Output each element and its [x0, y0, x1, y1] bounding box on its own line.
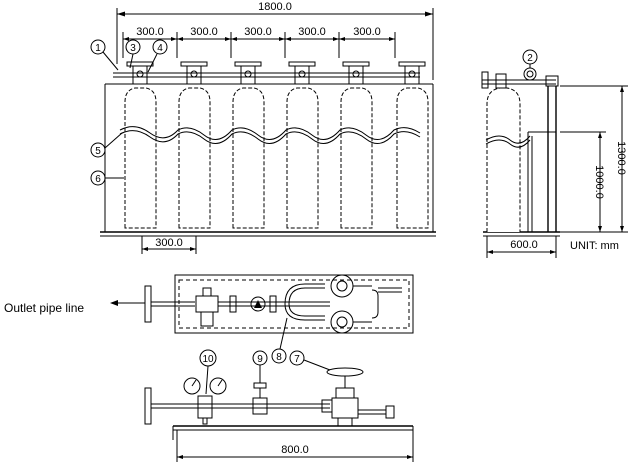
callout-4: 4	[147, 39, 168, 73]
callout-9: 9	[252, 350, 268, 383]
plan-width-label: 800.0	[281, 444, 309, 456]
callout-6: 6	[90, 170, 124, 186]
callout-7: 7	[289, 350, 331, 371]
cylinder	[286, 61, 319, 229]
dimension-spacings: 300.0 300.0 300.0 300.0 300.0	[122, 26, 396, 58]
bottom-spacing-label: 300.0	[155, 237, 183, 249]
manifold-header	[113, 72, 420, 78]
callout-10: 10	[199, 349, 217, 395]
plan-view-lower	[144, 367, 414, 440]
side-view: 2	[481, 49, 560, 237]
cylinder	[178, 61, 211, 229]
callout-3: 3	[125, 39, 141, 69]
side-height-inner-label: 1000.0	[593, 165, 605, 199]
side-height-total-label: 1300.0	[615, 141, 627, 175]
cylinder	[232, 61, 265, 229]
svg-text:8: 8	[276, 352, 282, 363]
svg-text:6: 6	[95, 174, 101, 185]
dimension-bottom-spacing: 300.0	[141, 236, 197, 254]
spacing-label-2: 300.0	[190, 26, 218, 38]
cylinder	[340, 61, 373, 229]
side-width-label: 600.0	[510, 239, 538, 251]
callout-5: 5	[90, 132, 123, 158]
svg-text:7: 7	[294, 354, 300, 365]
dimension-side-height: 1000.0 1300.0	[560, 85, 628, 233]
spacing-label-3: 300.0	[244, 26, 272, 38]
callout-1: 1	[90, 39, 119, 71]
unit-label: UNIT: mm	[570, 240, 619, 252]
outlet-annotation: Outlet pipe line	[4, 300, 145, 315]
dimension-side-width: 600.0	[486, 236, 557, 258]
chain-front	[119, 126, 421, 140]
cylinder	[124, 61, 157, 229]
spacing-label-1: 300.0	[136, 26, 164, 38]
cylinder	[396, 61, 429, 229]
svg-text:2: 2	[527, 53, 533, 64]
plan-view-upper	[144, 274, 414, 334]
svg-text:5: 5	[95, 146, 101, 157]
cylinder-group	[124, 61, 429, 229]
svg-text:1: 1	[95, 43, 101, 54]
svg-text:10: 10	[202, 354, 214, 365]
outlet-label: Outlet pipe line	[4, 301, 84, 315]
dimension-total-width: 1800.0	[116, 1, 434, 80]
svg-text:9: 9	[257, 354, 263, 365]
svg-text:4: 4	[157, 43, 163, 54]
total-width-label: 1800.0	[258, 1, 292, 13]
callout-8: 8	[271, 317, 288, 364]
spacing-label-4: 300.0	[298, 26, 326, 38]
dimension-plan-width: 800.0	[176, 432, 414, 462]
svg-text:3: 3	[130, 43, 136, 54]
spacing-label-5: 300.0	[353, 26, 381, 38]
front-rack	[100, 83, 436, 237]
